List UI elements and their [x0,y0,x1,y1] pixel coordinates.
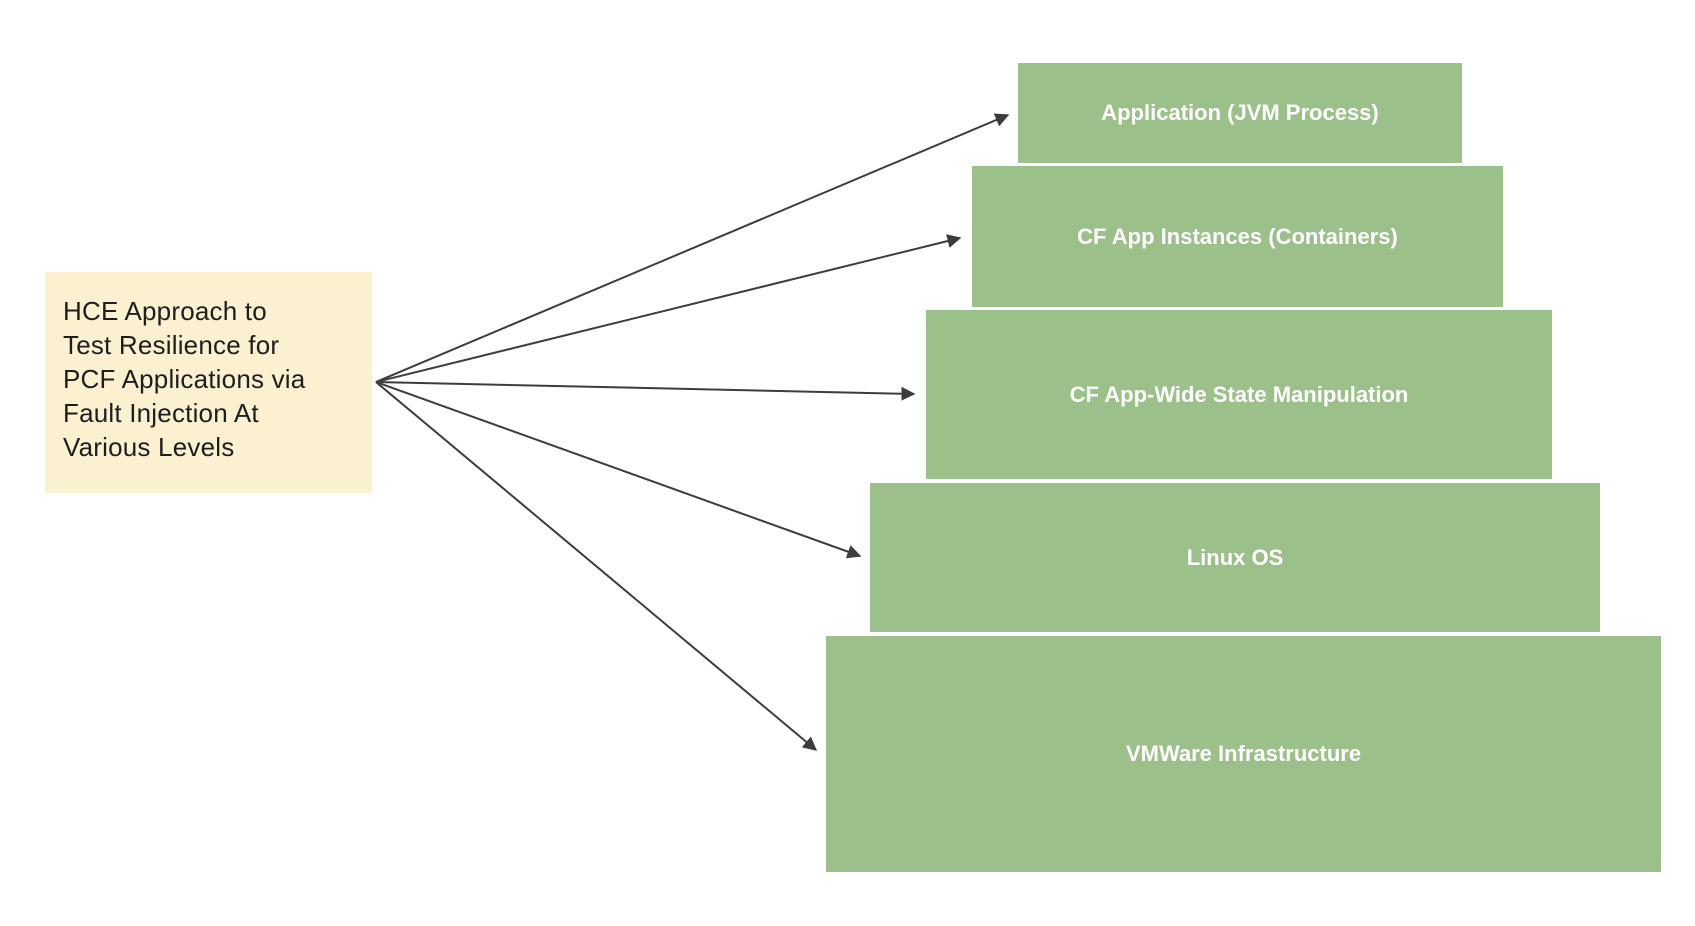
source-note-line: Fault Injection At [63,398,259,428]
arrow-to-cf-app-wide-state [375,381,916,401]
arrow-to-application [375,113,1010,383]
source-note-line: Test Resilience for [63,330,280,360]
level-box-label: CF App Instances (Containers) [1077,223,1398,249]
source-note-line: PCF Applications via [63,364,306,394]
arrow-to-vmware-infrastructure [375,381,818,751]
level-box-cf-app-wide-state: CF App-Wide State Manipulation [926,310,1552,479]
level-box-label: Application (JVM Process) [1101,100,1379,125]
level-box-label: CF App-Wide State Manipulation [1069,381,1409,407]
level-box-application: Application (JVM Process) [1018,63,1462,163]
level-box-linux-os: Linux OS [870,483,1600,632]
source-note: HCE Approach to Test Resilience for PCF … [45,272,372,493]
source-note-line: HCE Approach to [63,296,267,326]
arrow-to-cf-app-instances [375,234,962,383]
source-note-line: Various Levels [63,432,235,462]
level-box-label: Linux OS [1186,544,1284,570]
level-box-vmware-infrastructure: VMWare Infrastructure [826,636,1661,872]
level-box-label: VMWare Infrastructure [1125,741,1362,766]
arrow-to-linux-os [375,381,862,559]
level-box-cf-app-instances: CF App Instances (Containers) [972,166,1503,307]
